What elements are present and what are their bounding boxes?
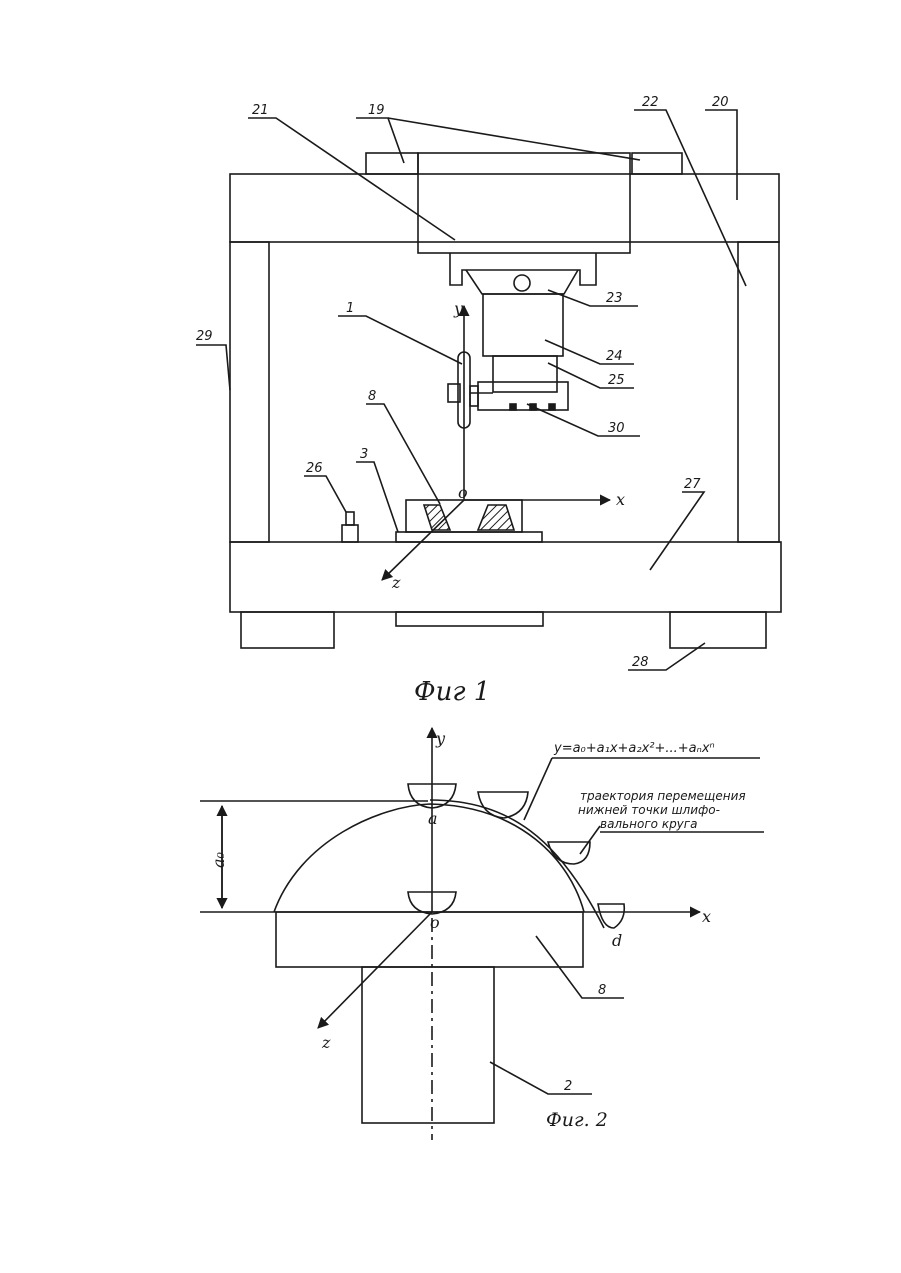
carriage-21	[418, 153, 630, 253]
base-27	[230, 542, 781, 612]
note-line-3: вального круга	[600, 817, 697, 831]
label-21: 21	[252, 103, 269, 118]
sensor-26	[342, 525, 358, 542]
label-26: 26	[306, 461, 323, 476]
label-30: 30	[608, 421, 625, 436]
axis-z-fig2	[318, 912, 432, 1028]
label-1: 1	[346, 301, 354, 316]
label-29: 29	[196, 329, 213, 344]
axis-y-label-fig1: y	[453, 299, 464, 318]
label-27: 27	[684, 477, 701, 492]
column-left-29	[230, 242, 269, 542]
foot-left	[241, 612, 334, 648]
block-25	[493, 356, 557, 392]
label-2: 2	[564, 1079, 572, 1094]
foot-center	[396, 612, 543, 626]
block-24	[483, 294, 563, 356]
label-24: 24	[606, 349, 623, 364]
figure-2-caption: Фиг. 2	[546, 1109, 608, 1131]
figure-1-labels: 21 19 22 20 29 1 23 24 25 30 8 3 26 27 2…	[196, 95, 729, 707]
label-23: 23	[606, 291, 623, 306]
label-22: 22	[642, 95, 659, 110]
point-d: d	[612, 931, 622, 950]
axis-x-label-fig2: x	[702, 907, 711, 926]
axis-z-fig1	[382, 500, 464, 580]
label-28: 28	[632, 655, 649, 670]
figure-1	[196, 110, 781, 670]
rail-19-left	[366, 153, 418, 174]
formula: y=a₀+a₁x+a₂x²+...+aₙxⁿ	[553, 741, 715, 756]
note-line-2: нижней точки шлифо-	[578, 803, 720, 817]
label-3: 3	[360, 447, 368, 462]
figure-1-caption: Фиг 1	[414, 677, 490, 707]
axis-z-label-fig2: z	[321, 1033, 331, 1052]
label-20: 20	[712, 95, 729, 110]
axis-x-label-fig1: x	[616, 490, 625, 509]
note-line-1: траектория перемещения	[580, 789, 746, 803]
column-right-22	[738, 242, 779, 542]
origin-label-fig1: o	[458, 483, 468, 502]
origin-label-fig2: o	[430, 913, 440, 932]
label-19: 19	[368, 103, 385, 118]
point-a: a	[428, 809, 438, 828]
rail-19-right	[632, 153, 682, 174]
figure-2-labels: y=a₀+a₁x+a₂x²+...+aₙxⁿ траектория переме…	[209, 729, 746, 1131]
foot-right-28	[670, 612, 766, 648]
label-8-fig2: 8	[598, 983, 606, 998]
dimension-a0-label: a₀	[209, 851, 228, 868]
table-3	[396, 532, 542, 542]
top-beam-20	[230, 174, 779, 242]
axis-y-label-fig2: y	[435, 729, 446, 748]
label-25: 25	[608, 373, 625, 388]
axis-z-label-fig1: z	[391, 573, 401, 592]
shaft-2	[362, 967, 494, 1123]
label-8: 8	[368, 389, 376, 404]
